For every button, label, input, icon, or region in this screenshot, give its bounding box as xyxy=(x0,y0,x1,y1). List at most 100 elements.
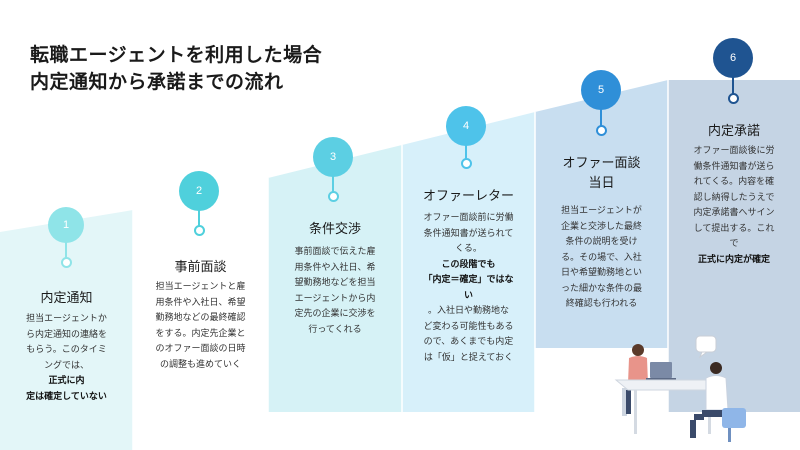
step-description-line: 条件通知書が送られて xyxy=(402,227,535,243)
step-description-line: で正式に内定が確定 xyxy=(668,237,800,268)
description-text: ので、あくまでも内定 xyxy=(423,337,514,347)
step-panel-6 xyxy=(668,80,800,412)
step-description-line: 用条件や入社日、希 xyxy=(268,261,402,277)
description-text: 事前面談で伝えた雇 xyxy=(294,247,376,257)
description-text: エージェントから内 xyxy=(294,293,376,304)
step-pin-line xyxy=(65,241,67,262)
description-text: の調整も進めていく xyxy=(159,359,241,370)
step-number-badge: 2 xyxy=(179,171,219,211)
step-title: 内定通知 xyxy=(0,289,133,309)
meeting-illustration xyxy=(614,335,746,442)
step-panel-2 xyxy=(133,210,268,412)
step-title: オファー面談当日 xyxy=(535,154,668,194)
description-text: は「仮」と捉えておく xyxy=(423,352,514,363)
step-title-line: 事前面談 xyxy=(174,260,227,275)
step-description-line: をする。内定先企業と xyxy=(133,327,268,343)
step-number-badge: 1 xyxy=(48,207,84,243)
step-description-line: る。その場で、入社 xyxy=(535,251,668,267)
description-text: 担当エージェントが xyxy=(561,206,642,216)
description-text: 条件通知書が送られて xyxy=(423,228,514,239)
step-description-line: のオファー面談の日時 xyxy=(133,342,268,358)
description-text: ら内定通知の連絡を xyxy=(25,329,107,340)
step-description-line: 用条件や入社日、希望 xyxy=(133,296,268,312)
step-description-line: い。入社日や勤務地な xyxy=(402,289,535,320)
description-text: 担当エージェントと雇 xyxy=(155,282,246,292)
man-figure xyxy=(690,362,746,442)
emphasis-text: い xyxy=(463,290,473,301)
step-description-line: 定は確定していない xyxy=(0,390,133,406)
step-title: 事前面談 xyxy=(133,258,268,278)
description-text: ングでは、 xyxy=(43,360,89,371)
step-panel-3 xyxy=(268,145,402,412)
step-description-line: もらう。このタイミ xyxy=(0,343,133,359)
step-pin-dot xyxy=(61,257,72,268)
description-text: れてくる。内容を確 xyxy=(693,177,775,187)
step-description: 担当エージェントから内定通知の連絡をもらう。このタイミングでは、正式に内定は確定… xyxy=(0,312,133,405)
emphasis-text: 正式に内 xyxy=(48,376,85,386)
step-description-line: 担当エージェントか xyxy=(0,312,133,328)
step-description-line: 日や希望勤務地とい xyxy=(535,266,668,282)
step-pin-line xyxy=(198,209,200,230)
step-description-line: 企業と交渉した最終 xyxy=(535,220,668,236)
emphasis-text: 正式に内定が確定 xyxy=(697,254,770,265)
description-text: くる。 xyxy=(455,244,482,254)
table-icon xyxy=(614,379,722,434)
step-title: 条件交渉 xyxy=(268,220,402,240)
step-title-line: 条件交渉 xyxy=(308,222,361,237)
description-text: 望勤務地などを担当 xyxy=(294,278,376,288)
step-description-line: 事前面談で伝えた雇 xyxy=(268,245,402,261)
description-text: をする。内定先企業と xyxy=(155,328,246,339)
emphasis-text: 「内定＝確定」ではな xyxy=(423,275,514,285)
step-description-line: エージェントから内 xyxy=(268,292,402,308)
description-text: った細かな条件の最 xyxy=(560,283,642,294)
step-description-line: オファー面談後に労 xyxy=(668,144,800,160)
step-pin-dot xyxy=(728,93,739,104)
step-description-line: 終確認も行われる xyxy=(535,297,668,313)
page-title-line-2: 内定通知から承諾までの流れ xyxy=(30,71,284,93)
step-title-line: 内定承諾 xyxy=(707,124,760,139)
step-description-line: くる。この段階でも xyxy=(402,242,535,273)
description-text: して提出する。これ xyxy=(693,223,775,234)
step-number-badge: 6 xyxy=(713,38,753,78)
step-description-line: 行ってくれる xyxy=(268,323,402,339)
description-text: 用条件や入社日、希 xyxy=(294,262,376,273)
step-pin-dot xyxy=(461,158,472,169)
description-text: 日や希望勤務地とい xyxy=(560,268,642,278)
step-number-badge: 5 xyxy=(581,70,621,110)
step-description: 事前面談で伝えた雇用条件や入社日、希望勤務地などを担当エージェントから内定先の企… xyxy=(268,245,402,338)
step-title-line: 当日 xyxy=(588,176,615,191)
description-text: 定先の企業に交渉を xyxy=(294,309,376,319)
laptop-icon xyxy=(646,362,676,381)
step-description: オファー面談前に労働条件通知書が送られてくる。この段階でも「内定＝確定」ではない… xyxy=(402,211,535,366)
step-description-line: れてくる。内容を確 xyxy=(668,175,800,191)
step-description-line: ど変わる可能性もある xyxy=(402,320,535,336)
description-text: る。その場で、入社 xyxy=(561,252,642,263)
step-description-line: った細かな条件の最 xyxy=(535,282,668,298)
step-description-line: 内定承諾書へサイン xyxy=(668,206,800,222)
page-title: 転職エージェントを利用した場合 内定通知から承諾までの流れ xyxy=(30,42,322,96)
step-title: 内定承諾 xyxy=(668,122,800,142)
step-description: 担当エージェントが企業と交渉した最終条件の説明を受ける。その場で、入社日や希望勤… xyxy=(535,204,668,313)
step-title-line: 内定通知 xyxy=(40,291,93,306)
description-text: 勤務地などの最終確認 xyxy=(155,313,246,323)
step-number-badge: 3 xyxy=(313,137,353,177)
speech-bubble-icon xyxy=(695,335,717,353)
description-text: 内定承諾書へサイン xyxy=(693,208,775,218)
step-description-line: 勤務地などの最終確認 xyxy=(133,311,268,327)
step-description: 担当エージェントと雇用条件や入社日、希望勤務地などの最終確認をする。内定先企業と… xyxy=(133,280,268,373)
step-description-line: 認し納得したうえで xyxy=(668,191,800,207)
step-pin-line xyxy=(465,144,467,163)
step-description-line: の調整も進めていく xyxy=(133,358,268,374)
step-description-line: 「内定＝確定」ではな xyxy=(402,273,535,289)
step-panel-1 xyxy=(0,210,133,450)
step-title-line: オファー面談 xyxy=(562,156,641,171)
step-number-badge: 4 xyxy=(446,106,486,146)
emphasis-text: 定は確定していない xyxy=(26,391,107,402)
step-description-line: ら内定通知の連絡を xyxy=(0,328,133,344)
description-text: のオファー面談の日時 xyxy=(155,344,246,354)
step-title: オファーレター xyxy=(402,187,535,207)
description-text: オファー面談前に労働 xyxy=(423,213,514,223)
step-description-line: 働条件通知書が送ら xyxy=(668,160,800,176)
step-description-line: 望勤務地などを担当 xyxy=(268,276,402,292)
